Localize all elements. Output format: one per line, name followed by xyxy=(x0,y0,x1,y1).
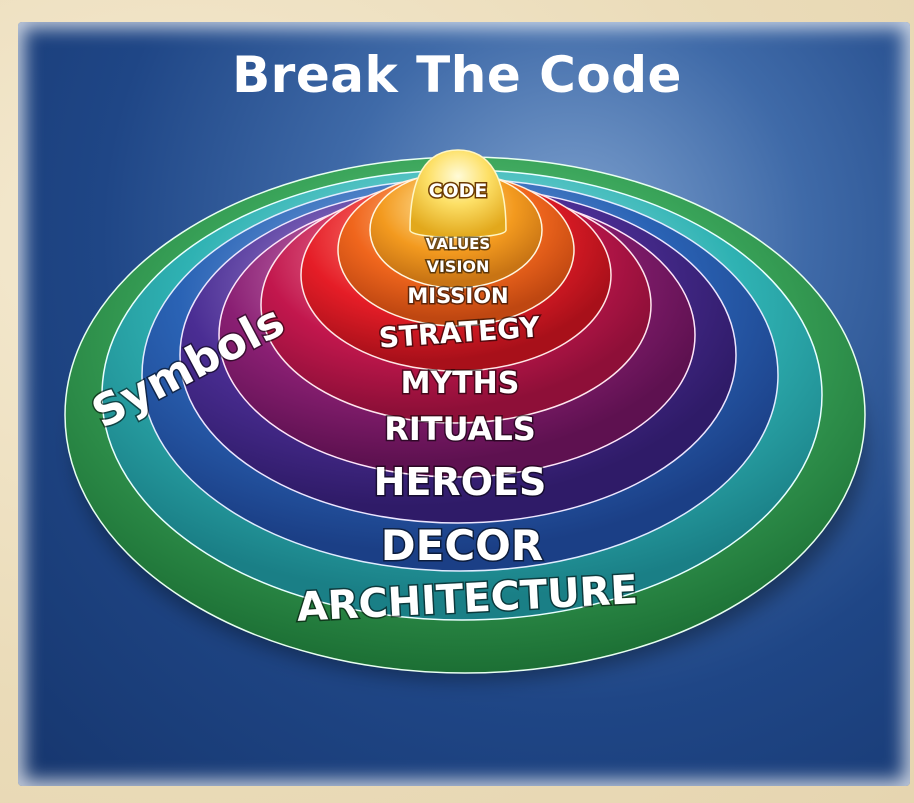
label-vision: VISION xyxy=(427,257,490,276)
label-rituals: RITUALS xyxy=(384,410,536,448)
layer-code-dome xyxy=(409,149,507,239)
label-decor: DECOR xyxy=(381,521,543,570)
label-heroes: HEROES xyxy=(374,460,547,504)
label-code: CODE xyxy=(429,180,488,202)
label-myths: MYTHS xyxy=(401,366,520,401)
label-strategy: STRATEGY xyxy=(378,310,542,354)
label-mission: MISSION xyxy=(407,284,508,308)
label-values: VALUES xyxy=(426,235,490,253)
diagram-title: Break The Code xyxy=(232,46,682,104)
